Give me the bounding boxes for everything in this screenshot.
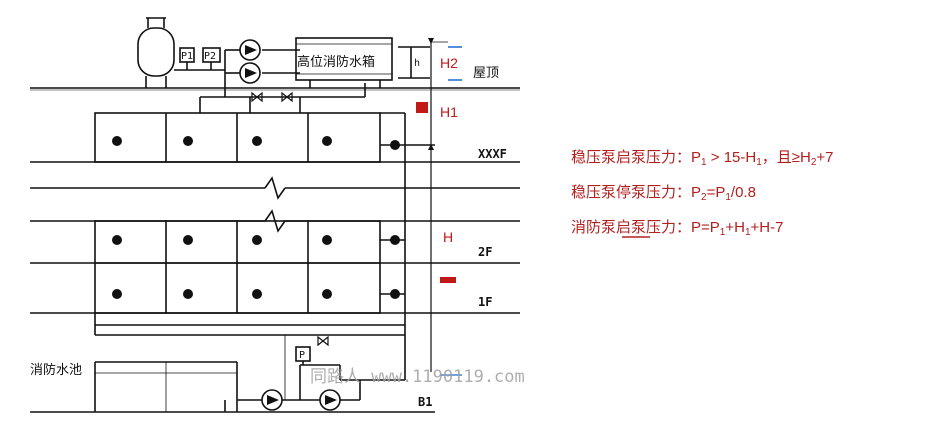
formula-stabilizer-start: 稳压泵启泵压力：P1 > 15-H1，且≥H2+7 <box>571 146 834 168</box>
floor-label-1f: 1F <box>478 295 492 309</box>
gauge-p1-label: P1 <box>181 51 193 62</box>
sprinkler-head <box>322 136 332 146</box>
floor-label-top: XXXF <box>478 147 507 161</box>
roof-label: 屋顶 <box>473 66 499 81</box>
floor-label-2f: 2F <box>478 245 492 259</box>
small-h-label: h <box>414 58 420 69</box>
sprinkler-head <box>112 235 122 245</box>
sprinkler-heads <box>112 136 400 299</box>
sprinkler-head <box>322 289 332 299</box>
formula-expression: P=P1+H1+H-7 <box>691 219 784 238</box>
tank-label: 高位消防水箱 <box>297 54 375 70</box>
sprinkler-head <box>322 235 332 245</box>
sprinkler-head <box>183 289 193 299</box>
gauge-p2-label: P2 <box>204 51 216 62</box>
sprinkler-head <box>112 136 122 146</box>
formula-stabilizer-stop: 稳压泵停泵压力：P2=P1/0.8 <box>571 181 756 203</box>
formula-label: 消防泵启泵压力： <box>571 218 692 236</box>
pool-label: 消防水池 <box>30 362 82 378</box>
sprinkler-head <box>390 140 400 150</box>
sprinkler-head <box>112 289 122 299</box>
sprinkler-head <box>183 136 193 146</box>
formula-label: 稳压泵停泵压力： <box>571 183 692 201</box>
sprinkler-head <box>252 136 262 146</box>
sprinkler-head <box>183 235 193 245</box>
gauge-p-label: P <box>299 350 305 361</box>
h-label: H <box>443 229 453 245</box>
sprinkler-head <box>252 289 262 299</box>
formula-fire-pump-start: 消防泵启泵压力：P=P1+H1+H-7 <box>571 216 783 238</box>
h2-label: H2 <box>440 55 458 71</box>
watermark: 同路人 www.1190119.com <box>310 367 525 387</box>
h-marker <box>440 277 456 283</box>
h1-label: H1 <box>440 104 458 120</box>
formula-label: 稳压泵启泵压力： <box>571 148 692 166</box>
formula-expression: P2=P1/0.8 <box>691 184 756 203</box>
sprinkler-head <box>252 235 262 245</box>
formula-expression: P1 > 15-H1，且≥H2+7 <box>691 149 834 168</box>
h1-marker <box>416 102 428 113</box>
sprinkler-head <box>390 235 400 245</box>
floor-label-b1: B1 <box>418 395 432 409</box>
sprinkler-head <box>390 289 400 299</box>
